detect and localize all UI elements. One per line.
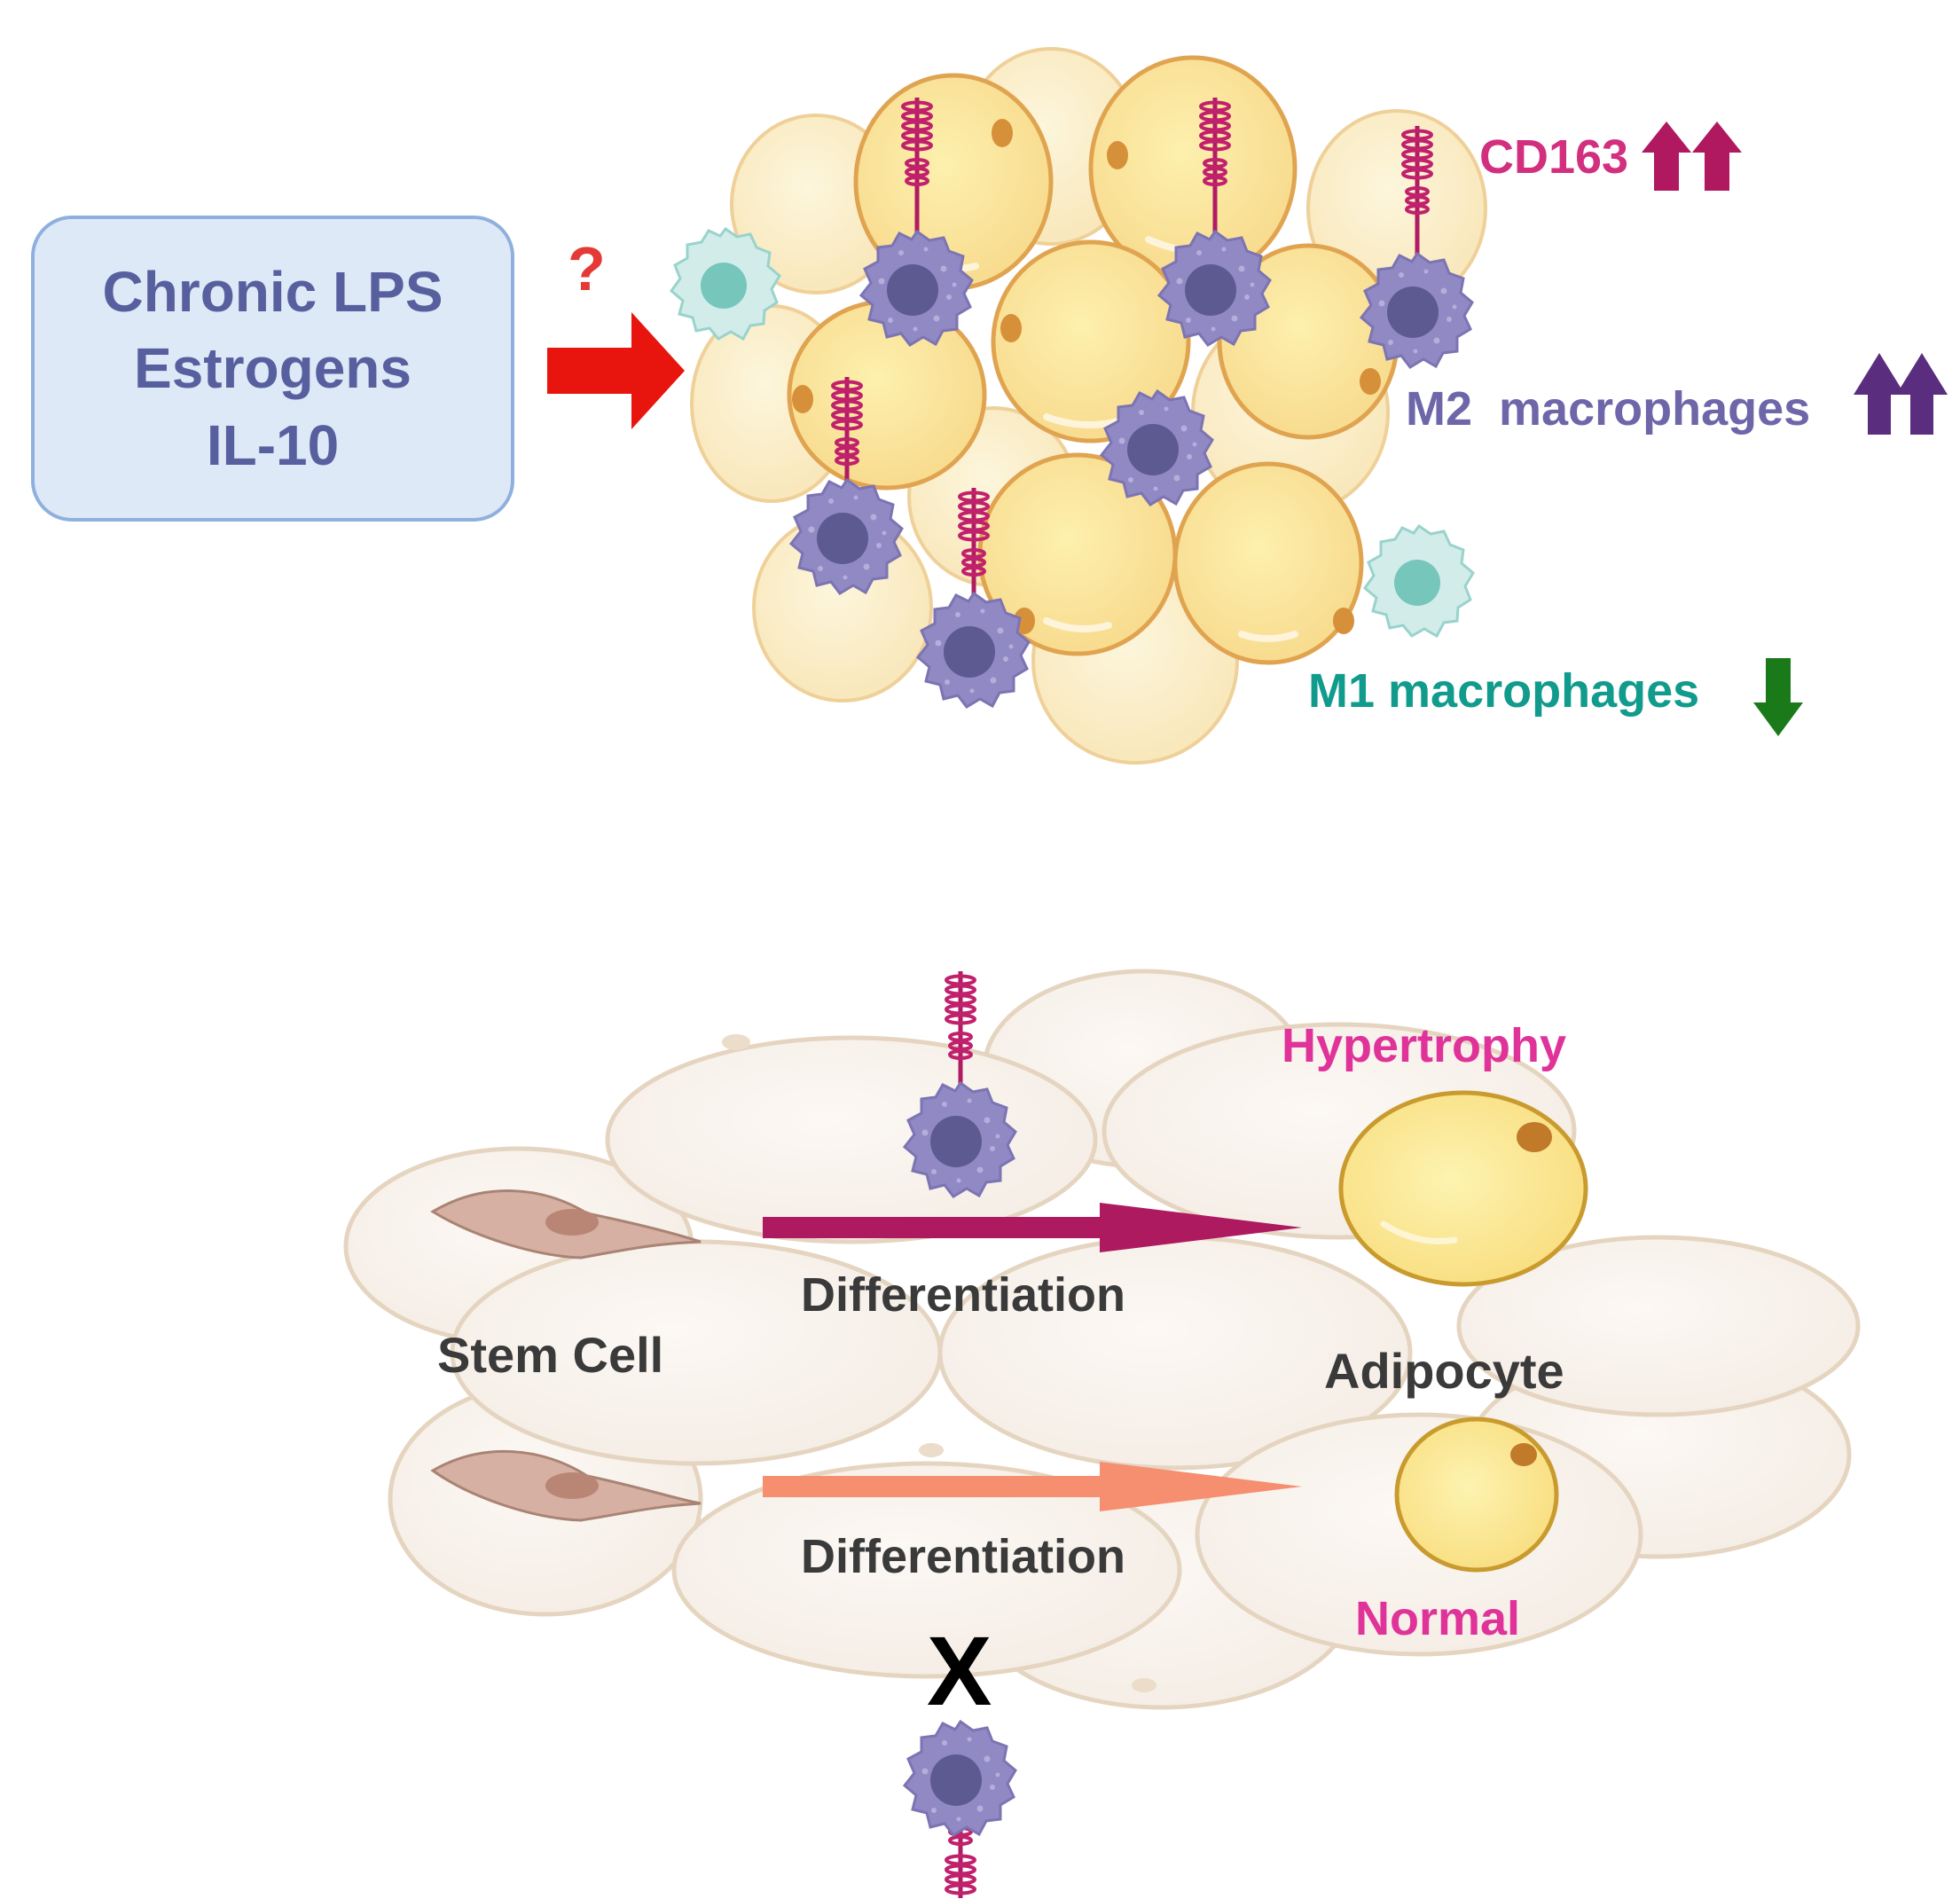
factor-chronic-lps: Chronic LPS [102, 260, 443, 325]
m1-down-arrow-icon [1753, 658, 1803, 736]
blocked-cd163-macrophage [903, 1720, 1017, 1898]
cd163-label: CD163 [1479, 130, 1629, 184]
tissue-background [343, 969, 1861, 1710]
adipocyte-label: Adipocyte [1324, 1343, 1564, 1399]
m2-macrophages-label: M2 macrophages [1406, 382, 1811, 436]
cd163-up-arrows-icon [1642, 122, 1742, 191]
normal-differentiation-arrow [763, 1462, 1302, 1511]
hypertrophy-differentiation-arrow [763, 1203, 1302, 1252]
differentiation-upper-label: Differentiation [801, 1268, 1126, 1322]
m2-up-arrows-icon [1854, 353, 1948, 435]
trigger-arrow [547, 312, 685, 429]
factors-box: Chronic LPS Estrogens IL-10 [31, 216, 514, 522]
differentiation-lower-label: Differentiation [801, 1530, 1126, 1583]
stem-cells [430, 1189, 702, 1522]
factor-estrogens: Estrogens [134, 336, 412, 401]
factor-il10: IL-10 [206, 412, 340, 477]
normal-label: Normal [1355, 1592, 1521, 1645]
hypertrophic-adipocyte [1338, 1090, 1588, 1287]
normal-adipocyte [1394, 1416, 1559, 1573]
adipose-tissue-cluster [670, 47, 1487, 765]
m1-macrophages-label: M1 macrophages [1308, 664, 1700, 718]
question-mark: ? [568, 234, 606, 303]
stem-cell-label: Stem Cell [437, 1327, 664, 1383]
blocked-x-mark: X [927, 1617, 992, 1726]
hypertrophy-label: Hypertrophy [1282, 1019, 1567, 1072]
